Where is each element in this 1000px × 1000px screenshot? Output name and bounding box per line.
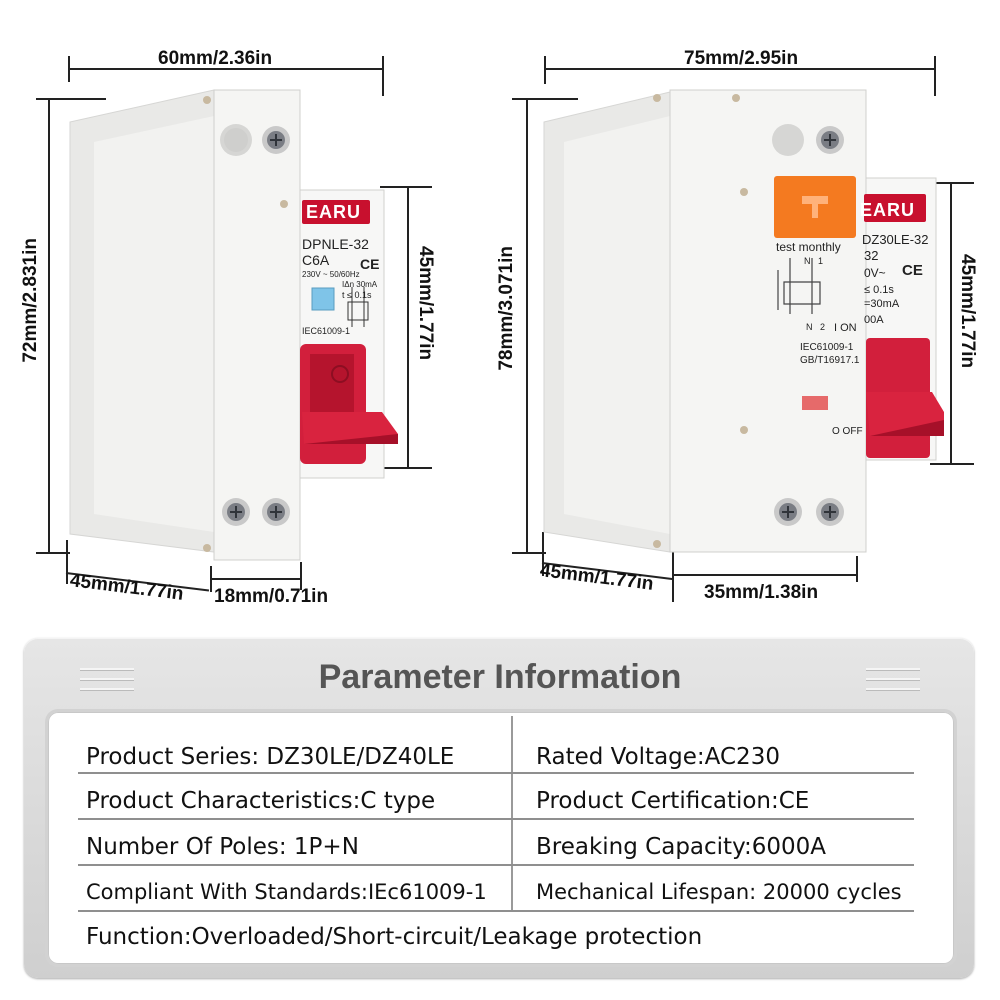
row-line-4 xyxy=(78,910,914,912)
left-height-tick-b xyxy=(36,552,70,554)
right-test-label: test monthly xyxy=(776,240,841,254)
right-face-height-label: 45mm/1.77in xyxy=(957,254,978,369)
param-right-row2: Product Certification:CE xyxy=(536,788,810,814)
left-width-label: 60mm/2.36in xyxy=(158,48,273,69)
left-model-label: DPNLE-32 xyxy=(302,236,369,252)
left-spec-line1: 230V ~ 50/60Hz xyxy=(302,270,360,279)
row-line-3 xyxy=(78,864,914,866)
right-ce-mark: CE xyxy=(902,262,923,279)
param-left-row4: Compliant With Standards:IEc61009-1 xyxy=(86,880,487,904)
left-standard-label: IEC61009-1 xyxy=(302,326,351,336)
right-module-tick-r xyxy=(856,556,858,582)
right-std1: IEC61009-1 xyxy=(800,342,854,353)
title-deco-right-3 xyxy=(866,688,920,690)
right-module-tick-l xyxy=(672,550,674,602)
param-left-row1: Product Series: DZ30LE/DZ40LE xyxy=(86,744,455,770)
right-height-tick-t xyxy=(512,98,578,100)
param-function: Function:Overloaded/Short-circuit/Leakag… xyxy=(86,924,703,950)
left-width-tick-r xyxy=(382,56,384,96)
left-face-height-line xyxy=(407,186,409,468)
right-module-label: 35mm/1.38in xyxy=(704,582,819,603)
title-deco-left-3 xyxy=(80,688,134,690)
right-rating-label: 32 xyxy=(864,248,879,263)
right-height-tick-b xyxy=(512,552,546,554)
left-depth-tick-l xyxy=(66,540,68,584)
right-height-line xyxy=(526,98,528,552)
left-height-tick-t xyxy=(36,98,106,100)
title-deco-right-1 xyxy=(866,668,920,670)
left-width-line xyxy=(68,68,384,70)
right-leak-current: =30mA xyxy=(864,298,900,310)
left-module-label: 18mm/0.71in xyxy=(214,586,329,607)
parameter-table xyxy=(48,712,954,964)
right-terminal-n2: N xyxy=(806,322,813,332)
right-module-line xyxy=(674,574,858,576)
row-line-1 xyxy=(78,772,914,774)
left-width-tick-l xyxy=(68,56,70,82)
right-on-label: I ON xyxy=(834,322,857,334)
right-terminal-1: 1 xyxy=(818,256,824,266)
title-deco-left-2 xyxy=(80,678,134,680)
left-spec-line2: IΔn 30mA xyxy=(342,280,378,289)
param-right-row1: Rated Voltage:AC230 xyxy=(536,744,780,770)
left-height-line xyxy=(48,98,50,552)
right-face-height-tick-t xyxy=(930,182,974,184)
right-height-label: 78mm/3.071in xyxy=(496,246,517,371)
param-right-row3: Breaking Capacity:6000A xyxy=(536,834,827,860)
param-right-row4: Mechanical Lifespan: 20000 cycles xyxy=(536,880,902,904)
right-width-tick-r xyxy=(934,56,936,96)
right-depth-tick-l xyxy=(542,532,544,576)
right-std2: GB/T16917.1 xyxy=(800,355,860,366)
title-deco-right-2 xyxy=(866,678,920,680)
title-deco-left-1 xyxy=(80,668,134,670)
right-width-label: 75mm/2.95in xyxy=(684,48,799,69)
right-amps: 00A xyxy=(864,314,884,326)
left-depth-label: 45mm/1.77in xyxy=(68,570,185,605)
left-brand-label: EARU xyxy=(306,202,362,222)
right-breaker-image xyxy=(543,89,944,553)
param-left-row3: Number Of Poles: 1P+N xyxy=(86,834,359,860)
left-face-height-tick-t xyxy=(380,186,432,188)
right-width-line xyxy=(544,68,936,70)
left-breaker-image xyxy=(69,89,398,561)
right-depth-label: 45mm/1.77in xyxy=(538,560,655,595)
panel-title: Parameter Information xyxy=(318,658,682,696)
param-left-row2: Product Characteristics:C type xyxy=(86,788,436,814)
right-brand-label: EARU xyxy=(860,200,916,220)
right-terminal-n: N xyxy=(804,256,811,266)
left-face-height-tick-b xyxy=(380,467,432,469)
right-terminal-2: 2 xyxy=(820,322,826,332)
left-height-label: 72mm/2.831in xyxy=(20,238,41,363)
right-face-height-tick-b xyxy=(930,463,974,465)
row-line-2 xyxy=(78,818,914,820)
left-rating-label: C6A xyxy=(302,252,330,268)
right-voltage-label: 0V~ xyxy=(864,266,886,280)
right-width-tick-l xyxy=(544,56,546,84)
left-depth-tick-r xyxy=(210,566,212,592)
left-module-tick-r xyxy=(300,562,302,590)
right-model-label: DZ30LE-32 xyxy=(862,232,929,247)
left-module-line xyxy=(212,578,302,580)
right-face-height-line xyxy=(950,182,952,464)
left-spec-line3: t ≤ 0.1s xyxy=(342,290,372,300)
right-off-label: O OFF xyxy=(832,426,863,437)
right-trip-time: ≤ 0.1s xyxy=(864,284,894,296)
table-divider xyxy=(511,716,513,910)
left-face-height-label: 45mm/1.77in xyxy=(415,246,436,361)
left-ce-mark: CE xyxy=(360,256,380,272)
